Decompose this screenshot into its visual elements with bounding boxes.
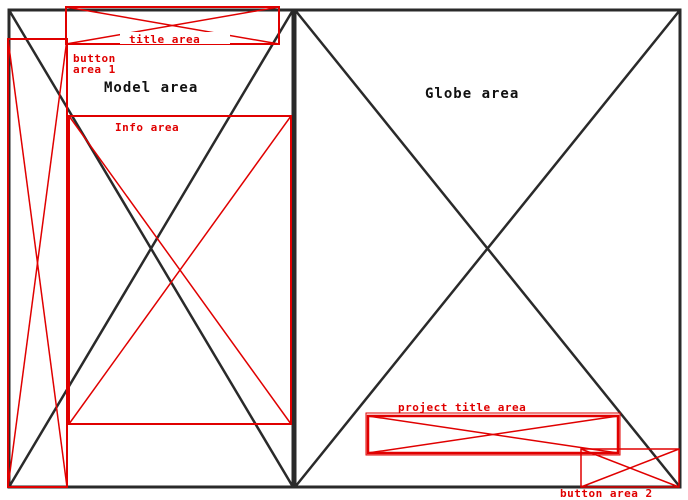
title-area-label: title area <box>129 33 200 46</box>
info-area-label: Info area <box>115 121 179 134</box>
button-area-1-label-line2: area 1 <box>73 63 116 76</box>
button-area-1-box <box>7 38 68 488</box>
project-title-area-label: project title area <box>398 401 526 414</box>
info-area-box <box>68 115 292 425</box>
button-area-2-diagonal-2 <box>580 448 680 488</box>
globe-area <box>293 8 682 489</box>
project-title-area-diagonal-2 <box>367 415 619 454</box>
project-title-area-outer-box <box>365 412 621 456</box>
button-area-2 <box>580 448 680 488</box>
project-title-area-box <box>366 414 620 455</box>
button-area-1-label-line1: button <box>73 52 116 65</box>
info-area-diagonal-2 <box>68 115 292 425</box>
button-area-1 <box>7 38 68 488</box>
button-area-1-diagonal-2 <box>7 38 68 488</box>
title-area-label-backdrop <box>120 32 230 44</box>
title-area-diagonal-2 <box>65 6 280 45</box>
title-area <box>65 6 280 45</box>
globe-area-box <box>293 8 682 489</box>
project-title-area <box>365 412 621 456</box>
model-area-label: Model area <box>104 80 198 96</box>
globe-area-diagonal-2 <box>294 9 681 488</box>
button-area-2-box <box>580 448 680 488</box>
button-area-2-label: button area 2 <box>560 487 653 500</box>
info-area <box>68 115 292 425</box>
globe-area-label: Globe area <box>425 86 519 102</box>
